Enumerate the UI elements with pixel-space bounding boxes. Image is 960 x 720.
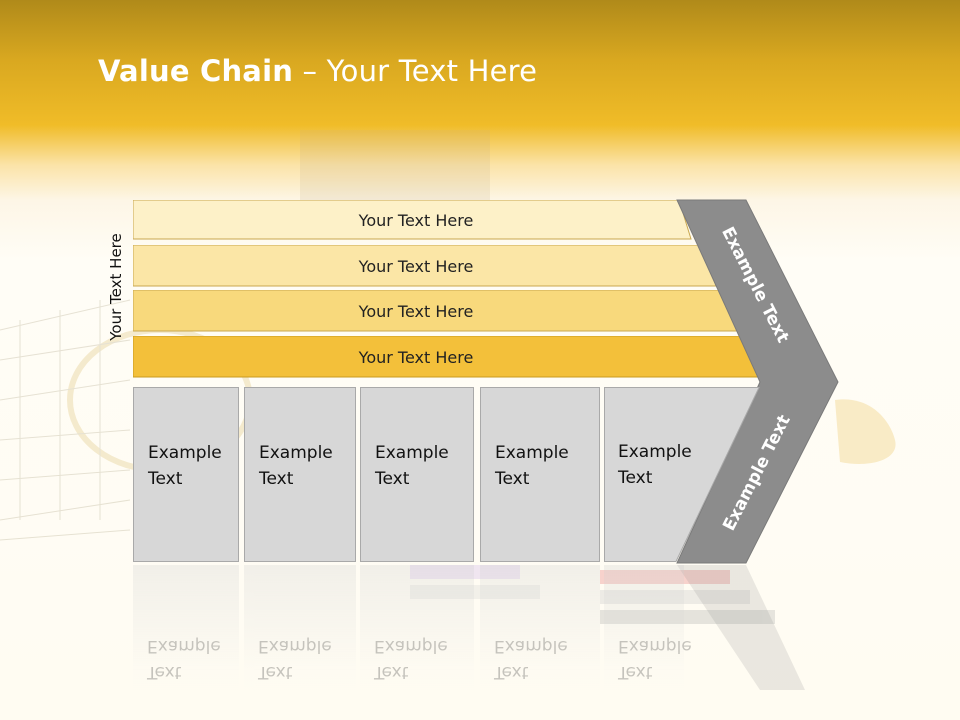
title-rest: – Your Text Here [293,54,538,88]
box-line-2: Text [259,469,294,489]
page-title: Value Chain – Your Text Here [98,54,537,88]
box-line-2: Text [148,469,183,489]
box-line-1: Example [375,443,449,463]
bar-label: Your Text Here [358,210,474,230]
bar-label: Your Text Here [358,301,474,321]
bar-label: Your Text Here [358,256,474,276]
bar-shape [133,200,692,240]
value-bar-3[interactable]: Your Text Here [133,290,740,332]
box-line-1: Example [618,442,692,462]
box-line-1: Example [259,443,333,463]
box-line-2: Text [618,468,653,488]
box-line-1: Example [148,443,222,463]
activity-box-5-shape [604,387,760,562]
bar-label: Your Text Here [358,347,474,367]
box-line-1: Example [495,443,569,463]
box-line-2: Text [375,469,410,489]
value-bar-1[interactable]: Your Text Here [133,200,693,240]
title-bold: Value Chain [98,54,294,88]
box-line-2: Text [495,469,530,489]
